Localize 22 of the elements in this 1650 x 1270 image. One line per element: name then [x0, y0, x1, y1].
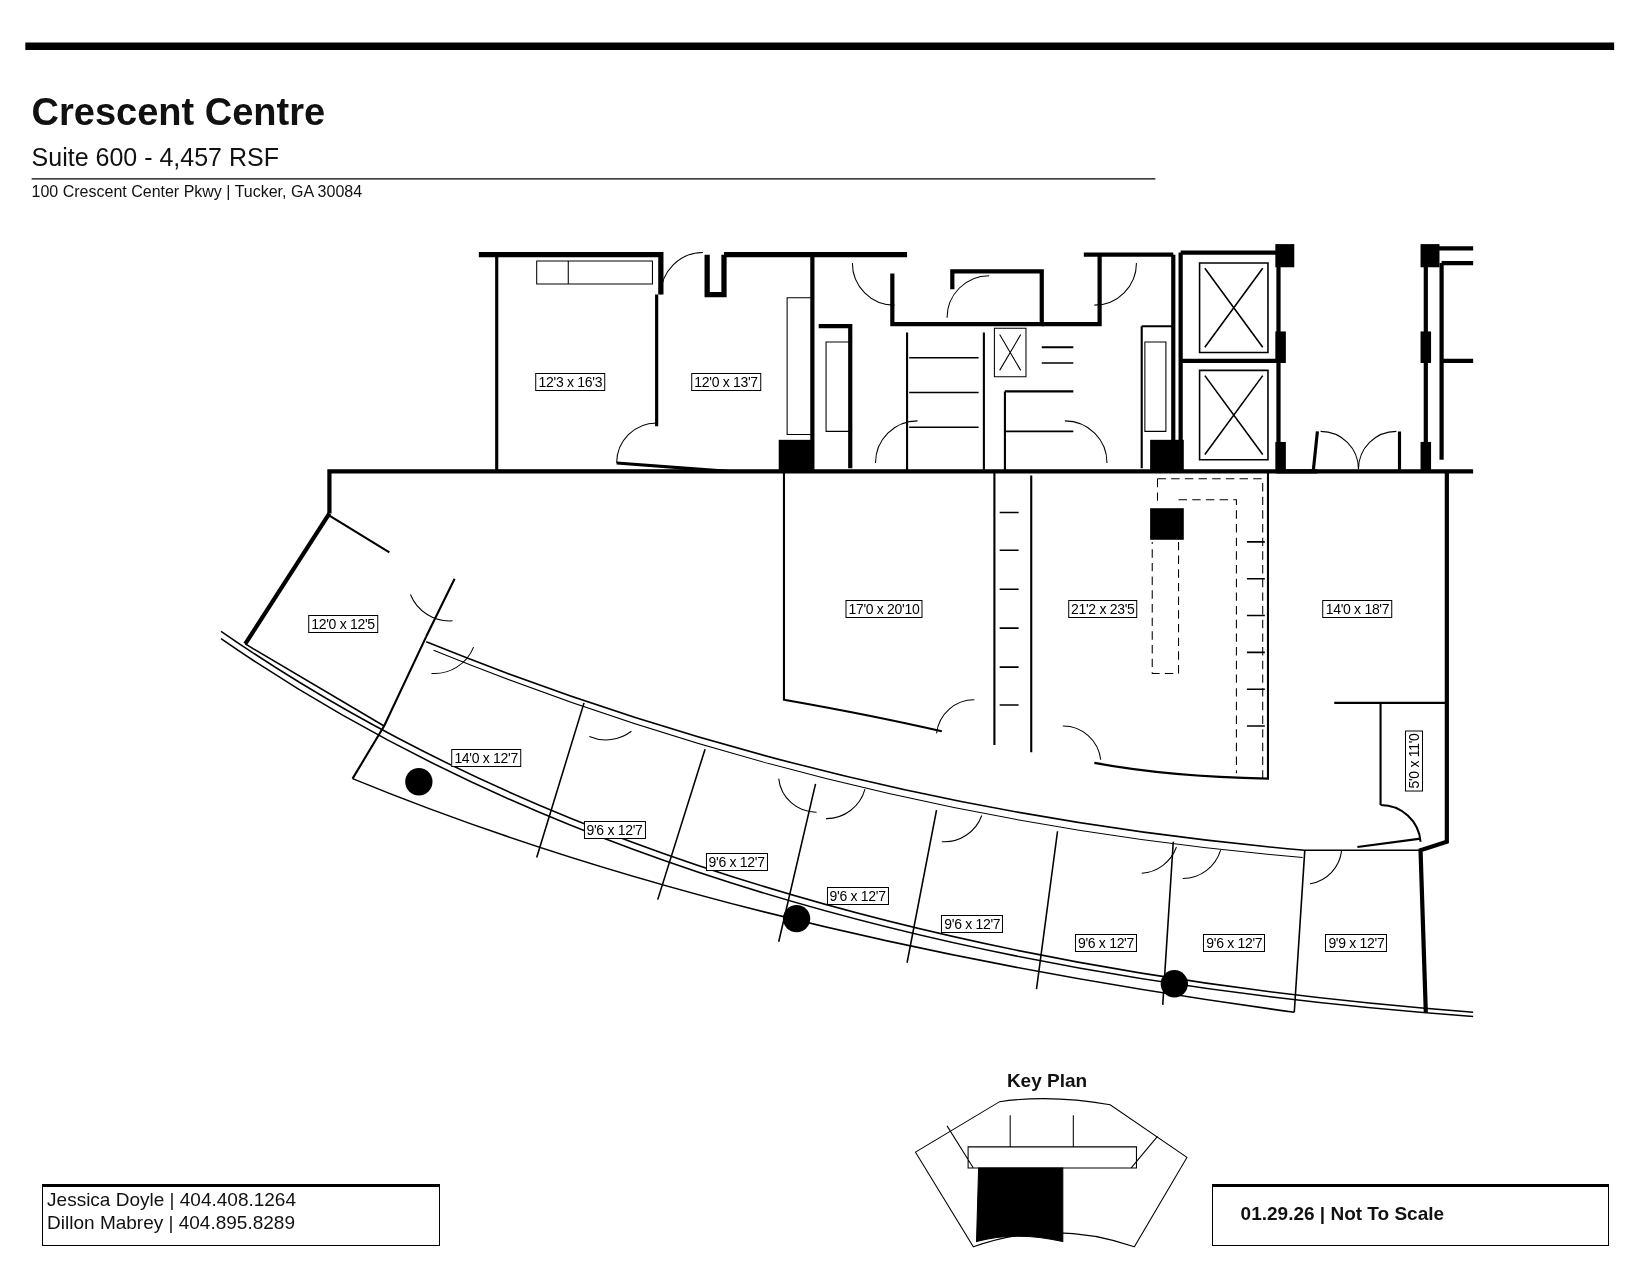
room-dimension-label: 21'2 x 23'5 [1068, 600, 1138, 619]
address-text: 100 Crescent Center Pkwy | Tucker, GA 30084 [31, 184, 363, 201]
room-dimension-label: 9'6 x 12'7 [826, 886, 889, 905]
subtitle: Suite 600 - 4,457 RSF [31, 145, 279, 171]
room-dimension-label: 9'6 x 12'7 [1203, 933, 1266, 952]
room-dimension-label: 9'9 x 12'7 [1325, 933, 1388, 952]
room-dimension-label: 12'3 x 16'3 [535, 372, 606, 391]
room-dimension-label: 12'0 x 12'5 [308, 615, 378, 633]
room-dimension-label: 14'0 x 18'7 [1322, 600, 1393, 619]
room-dimension-label: 9'6 x 12'7 [583, 821, 646, 840]
contact-text: Jessica Doyle | 404.408.1264 [47, 1189, 296, 1209]
room-dimension-label: 12'0 x 13'7 [691, 372, 761, 391]
room-dimension-label: 9'6 x 12'7 [705, 852, 768, 871]
date-note: 01.29.26 | Not To Scale [1240, 1203, 1445, 1223]
room-dimension-label: 9'6 x 12'7 [941, 914, 1004, 933]
title: Crescent Centre [31, 92, 326, 131]
room-dimension-label: 5'0 x 11'0 [1405, 730, 1424, 792]
room-dimension-label: 17'0 x 20'10 [845, 600, 923, 619]
room-dimension-label: 9'6 x 12'7 [1074, 933, 1137, 952]
key-plan-heading: Key Plan [1006, 1071, 1088, 1091]
contact-text: Dillon Mabrey | 404.895.8289 [47, 1212, 295, 1232]
room-dimension-label: 14'0 x 12'7 [451, 748, 521, 767]
